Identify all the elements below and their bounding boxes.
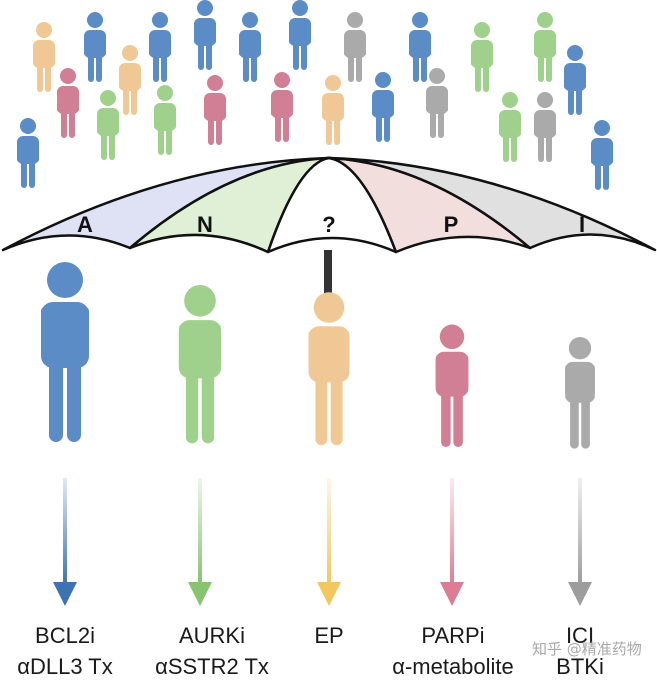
umbrella: A N? P I <box>1 156 657 298</box>
crowd-person-icon <box>84 12 106 82</box>
crowd-person-icon <box>426 68 448 138</box>
label-line-2: BTKi <box>556 654 604 679</box>
subtype-figures <box>41 262 595 606</box>
label-subtype-question: EP <box>244 620 414 651</box>
label-subtype-n: AURKi αSSTR2 Tx <box>127 620 297 682</box>
subtype-arrow <box>440 478 464 606</box>
crowd-person-icon <box>499 92 521 162</box>
crowd-person-icon <box>204 75 226 145</box>
umbrella-handle <box>324 250 332 298</box>
label-subtype-a: BCL2i αDLL3 Tx <box>0 620 150 682</box>
label-line-1: ICI <box>565 623 595 648</box>
crowd-person-icon <box>33 22 55 92</box>
label-line-1: PARPi <box>421 623 485 648</box>
crowd-person-icon <box>409 12 431 82</box>
crowd-person-icon <box>591 120 613 190</box>
umbrella-panel-letter: ? <box>322 212 335 237</box>
crowd-person-icon <box>534 92 556 162</box>
umbrella-panel-letter: P <box>444 212 459 237</box>
subtype-arrow <box>568 478 592 606</box>
crowd-person-icon <box>372 72 394 142</box>
subtype-arrow <box>317 478 341 606</box>
crowd-person-icon <box>17 118 39 188</box>
subtype-arrow <box>188 478 212 606</box>
crowd-person-icon <box>239 12 261 82</box>
label-subtype-i: ICI BTKi <box>495 620 657 682</box>
crowd-person-icon <box>289 0 311 70</box>
crowd-person-icon <box>154 85 176 155</box>
crowd-person-icon <box>471 22 493 92</box>
label-line-1: EP <box>314 623 344 648</box>
crowd-person-icon <box>57 68 79 138</box>
subtype-person-icon <box>41 262 89 442</box>
subtype-person-icon <box>565 337 595 449</box>
label-line-2: αSSTR2 Tx <box>155 654 269 679</box>
crowd-person-icon <box>271 72 293 142</box>
crowd-person-icon <box>97 90 119 160</box>
label-subtype-p: PARPi α-metabolite <box>368 620 538 682</box>
subtype-person-icon <box>178 284 222 444</box>
crowd-person-icon <box>149 12 171 82</box>
crowd-person-icon <box>322 75 344 145</box>
umbrella-panel <box>327 156 657 252</box>
label-line-1: BCL2i <box>35 623 95 648</box>
label-line-2: α-metabolite <box>392 654 514 679</box>
watermark: 知乎 @精准药物 <box>532 640 642 658</box>
subtype-person-icon <box>308 292 350 446</box>
label-line-1: AURKi <box>178 623 245 648</box>
crowd-person-icon <box>119 45 141 115</box>
crowd-person-icon <box>564 45 586 115</box>
subtype-person-icon <box>435 324 469 447</box>
umbrella-panel-letter: N <box>197 212 213 237</box>
crowd-person-icon <box>344 12 366 82</box>
umbrella-panel-letter: I <box>579 212 585 237</box>
crowd-person-icon <box>194 0 216 70</box>
umbrella-panel-letter: A <box>77 212 93 237</box>
subtype-arrow <box>53 478 77 606</box>
label-line-2: αDLL3 Tx <box>17 654 113 679</box>
crowd-person-icon <box>534 12 556 82</box>
